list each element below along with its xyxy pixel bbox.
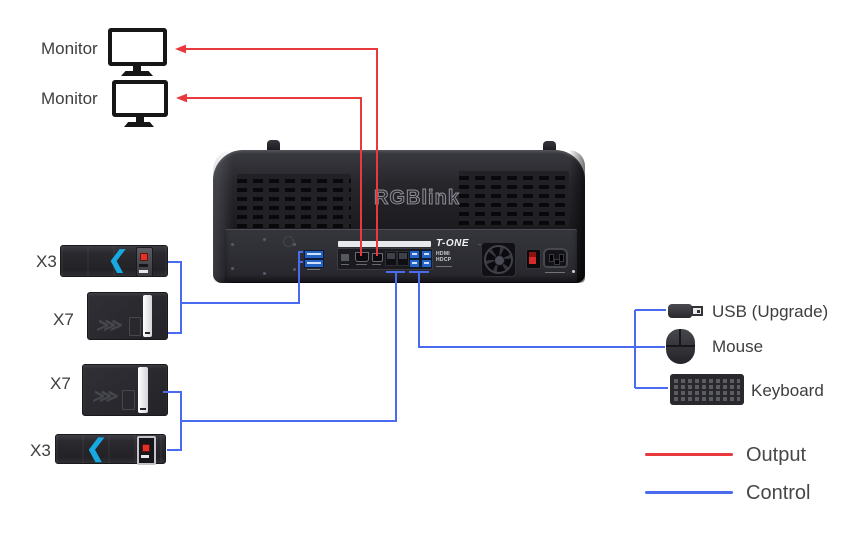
control-wire-usb xyxy=(418,272,665,348)
model-logo: T-ONE xyxy=(436,238,470,249)
badge-hdmi: HDMI xyxy=(436,251,450,257)
vent-grille xyxy=(237,174,351,228)
x3-chevron-logo: ❮ xyxy=(106,246,129,272)
keyboard-label: Keyboard xyxy=(751,381,824,400)
x3-chevron-logo: ❮ xyxy=(84,435,108,462)
x7-chevron-logo: ⋙ xyxy=(90,386,119,406)
genlock-port xyxy=(340,253,350,262)
ethernet-port-1 xyxy=(385,251,397,266)
x3-bottom-label: X3 xyxy=(30,441,51,460)
port-label-mark xyxy=(341,264,349,265)
fan-icon xyxy=(481,242,516,277)
power-inlet xyxy=(543,248,568,268)
badge-hdcp: HDCP xyxy=(436,257,452,263)
vent-grille xyxy=(459,171,569,225)
x3-top-label: X3 xyxy=(36,252,57,271)
x7-port xyxy=(129,317,141,336)
port-label-mark xyxy=(372,264,381,265)
x7-side-strip xyxy=(143,295,152,337)
screw xyxy=(231,267,234,270)
control-wire-ethernet xyxy=(181,272,397,422)
hdmi-output-port-1 xyxy=(355,252,369,262)
screw xyxy=(231,243,234,246)
x7-device-icon xyxy=(87,292,168,340)
mouse-icon xyxy=(666,329,695,364)
x3-slot xyxy=(139,264,148,267)
screw xyxy=(263,272,266,275)
x3-record-dot xyxy=(140,253,148,261)
usb-upgrade-label: USB (Upgrade) xyxy=(712,302,829,321)
screw xyxy=(293,268,296,271)
port-label-mark xyxy=(356,264,367,265)
legend-control-line xyxy=(645,491,733,494)
spec-mark xyxy=(436,266,452,267)
x3-slot xyxy=(139,270,148,273)
x7-side-strip xyxy=(138,367,148,413)
panel-emboss xyxy=(283,236,294,247)
legend-output-line xyxy=(645,453,733,456)
control-bracket-upper xyxy=(168,261,182,334)
arrowhead-monitor-bottom xyxy=(176,93,187,103)
keyboard-icon xyxy=(670,374,744,405)
power-label-mark xyxy=(545,272,565,273)
x7-port xyxy=(122,390,135,410)
x3-record-dot xyxy=(142,444,150,452)
x7-top-label: X7 xyxy=(53,310,74,329)
legend-control-label: Control xyxy=(746,482,811,504)
panel-label-strip xyxy=(338,241,431,247)
monitor-top-label: Monitor xyxy=(41,39,98,58)
legend-output-label: Output xyxy=(746,444,807,466)
ethernet-port-2 xyxy=(397,251,409,266)
screw xyxy=(263,238,266,241)
power-switch xyxy=(526,249,541,269)
hdmi-output-port-2 xyxy=(372,253,383,262)
arrowhead-monitor-top xyxy=(175,44,186,54)
x7-chevron-logo: ⋙ xyxy=(94,315,123,335)
mouse-label: Mouse xyxy=(712,337,764,356)
x7-bottom-label: X7 xyxy=(50,374,71,393)
x3-slot xyxy=(141,455,149,458)
monitor-bottom-label: Monitor xyxy=(41,89,98,108)
panel-dot xyxy=(572,270,575,273)
brand-logo: RGBlink xyxy=(374,187,460,210)
